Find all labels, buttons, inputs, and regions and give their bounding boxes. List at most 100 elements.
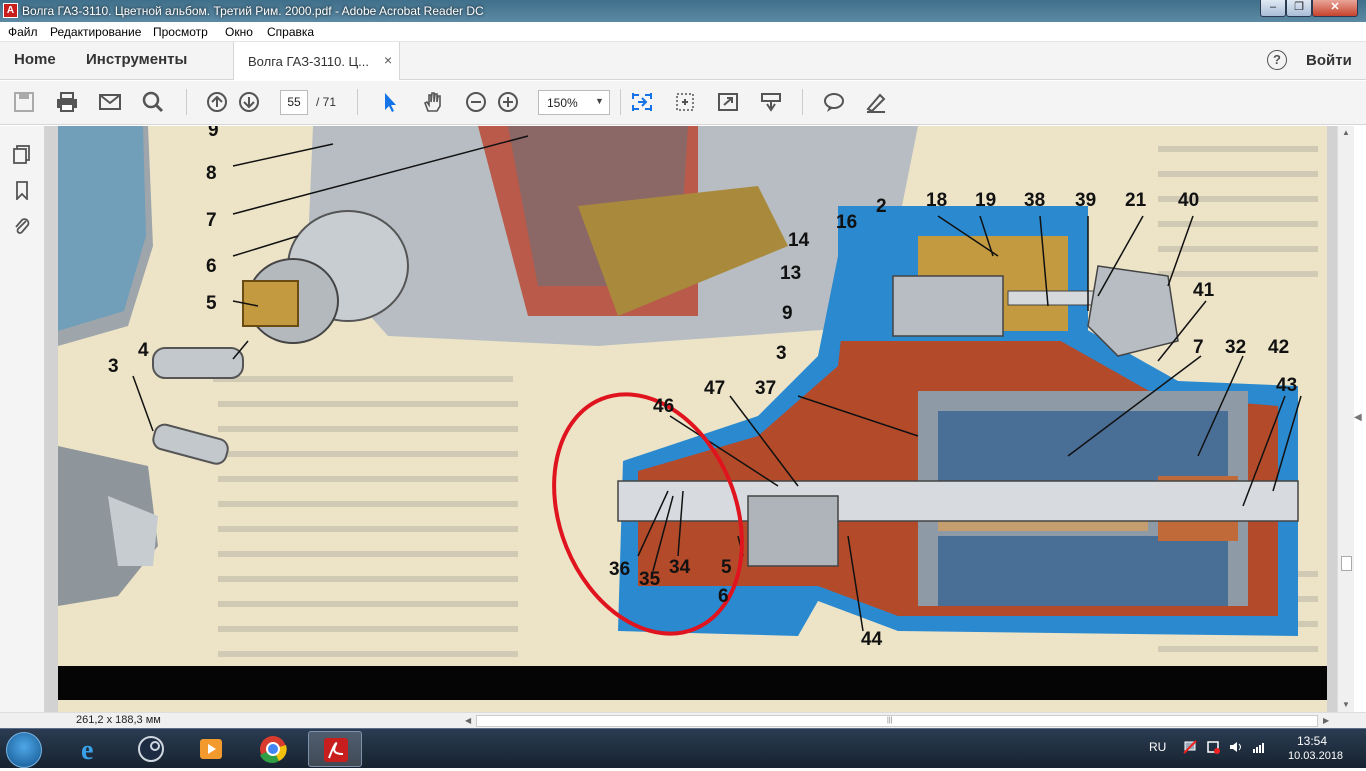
menu-help[interactable]: Справка [267,25,315,39]
window-title: Волга ГАЗ-3110. Цветной альбом. Третий Р… [22,4,484,18]
page-number-input[interactable]: 55 [280,90,308,115]
diagram-label: 46 [653,396,674,417]
chevron-down-icon: ▼ [595,96,604,106]
ie-app[interactable]: e [64,731,118,767]
rotate-icon[interactable] [673,91,697,113]
tab-document[interactable]: Волга ГАЗ-3110. Ц... × [233,42,400,80]
diagram-label: 3 [108,356,119,377]
media-app[interactable] [184,731,238,767]
close-window-button[interactable]: ✕ [1312,0,1358,17]
svg-text:e: e [81,735,93,766]
search-icon[interactable] [141,91,165,113]
diagram-label: 3 [776,343,787,364]
separator [357,89,358,115]
tab-tools[interactable]: Инструменты [86,51,188,68]
diagram-label: 47 [704,378,725,399]
language-indicator[interactable]: RU [1149,740,1167,754]
fit-page-icon[interactable] [630,91,654,113]
diagram-label: 6 [718,586,729,607]
diagram-label: 16 [836,212,857,233]
help-icon[interactable]: ? [1267,50,1287,70]
diagram-label: 7 [1193,337,1204,358]
vertical-scrollbar[interactable]: ▲ ▼ [1337,126,1354,712]
diagram-label: 9 [782,303,793,324]
email-icon[interactable] [98,91,122,113]
taskbar: e RU 13:54 10.03.2018 [0,728,1366,768]
thumbnails-icon[interactable] [12,144,32,164]
tab-bar: Home Инструменты Волга ГАЗ-3110. Ц... × … [0,42,1366,80]
diagram-label: 7 [206,210,217,231]
signin-button[interactable]: Войти [1306,52,1352,69]
menu-file[interactable]: Файл [8,25,38,39]
diagram-label: 4 [138,340,149,361]
attachment-icon[interactable] [12,216,32,236]
diagram-label: 21 [1125,190,1147,211]
diagram-label: 35 [639,569,661,590]
toolbar: 55 / 71 150% ▼ [0,81,1366,125]
left-rail [0,126,45,712]
zoom-out-icon[interactable] [464,91,488,113]
volume-icon[interactable] [1229,740,1243,754]
scrollbar-grip[interactable]: ||| [887,717,893,724]
diagram-label: 5 [206,293,217,314]
minimize-button[interactable]: – [1260,0,1286,17]
diagram-label: 5 [721,557,732,578]
zoom-select[interactable]: 150% ▼ [538,90,610,115]
scroll-up-icon[interactable]: ▲ [1342,128,1350,137]
network-icon[interactable] [1183,740,1197,754]
bookmark-icon[interactable] [12,180,32,200]
print-icon[interactable] [55,91,79,113]
collapse-right-icon[interactable]: ◀ [1354,412,1362,423]
clock-time[interactable]: 13:54 [1297,734,1328,748]
diagram-label: 42 [1268,337,1289,358]
diagram-label: 2 [876,196,887,217]
diagram-label: 32 [1225,337,1246,358]
comment-icon[interactable] [822,91,846,113]
page-size: 261,2 x 188,3 мм [76,714,161,726]
scrollbar-thumb[interactable] [1341,556,1352,571]
diagram-label: 19 [975,190,996,211]
diagram-label: 36 [609,559,630,580]
scroll-mode-icon[interactable] [759,91,783,113]
diagram-label: 14 [788,230,810,251]
clock-date[interactable]: 10.03.2018 [1288,750,1344,762]
menu-edit[interactable]: Редактирование [50,25,142,39]
menu-window[interactable]: Окно [225,25,253,39]
document-tab-label: Волга ГАЗ-3110. Ц... [248,54,370,69]
chrome-app[interactable] [246,731,300,767]
fullscreen-icon[interactable] [716,91,740,113]
diagram-label: 13 [780,263,801,284]
action-center-icon[interactable] [1206,740,1220,754]
close-tab-icon[interactable]: × [384,52,393,68]
acrobat-icon: A [3,3,18,18]
sign-icon[interactable] [864,91,888,113]
zoom-in-icon[interactable] [496,91,520,113]
scroll-left-icon[interactable]: ◀ [465,716,472,725]
separator [186,89,187,115]
prev-page-icon[interactable] [205,91,229,113]
starter-diagram: 9 8 7 6 5 4 3 18 19 38 39 21 40 2 16 14 … [58,126,1327,712]
save-icon[interactable] [12,91,36,113]
menu-bar: Файл Редактирование Просмотр Окно Справк… [0,22,1366,42]
separator [802,89,803,115]
page-total: / 71 [316,95,337,109]
document-view[interactable]: 9 8 7 6 5 4 3 18 19 38 39 21 40 2 16 14 … [45,126,1337,712]
scroll-right-icon[interactable]: ▶ [1323,716,1330,725]
select-cursor-icon[interactable] [378,91,402,113]
diagram-label: 44 [861,629,883,650]
diagram-label: 34 [669,557,691,578]
maximize-button[interactable]: ❐ [1286,0,1312,17]
steam-app[interactable] [124,731,178,767]
menu-view[interactable]: Просмотр [153,25,208,39]
signal-icon[interactable] [1252,740,1266,754]
status-bar: 261,2 x 188,3 мм ◀ ||| ▶ [0,712,1366,728]
scroll-down-icon[interactable]: ▼ [1342,700,1350,709]
next-page-icon[interactable] [237,91,261,113]
acrobat-app[interactable] [308,731,362,767]
horizontal-scrollbar[interactable]: ◀ ||| ▶ [465,715,1329,727]
hand-tool-icon[interactable] [421,91,445,113]
diagram-label: 38 [1024,190,1045,211]
start-button[interactable] [6,732,42,768]
tab-home[interactable]: Home [14,51,56,68]
title-bar: A Волга ГАЗ-3110. Цветной альбом. Третий… [0,0,1366,22]
